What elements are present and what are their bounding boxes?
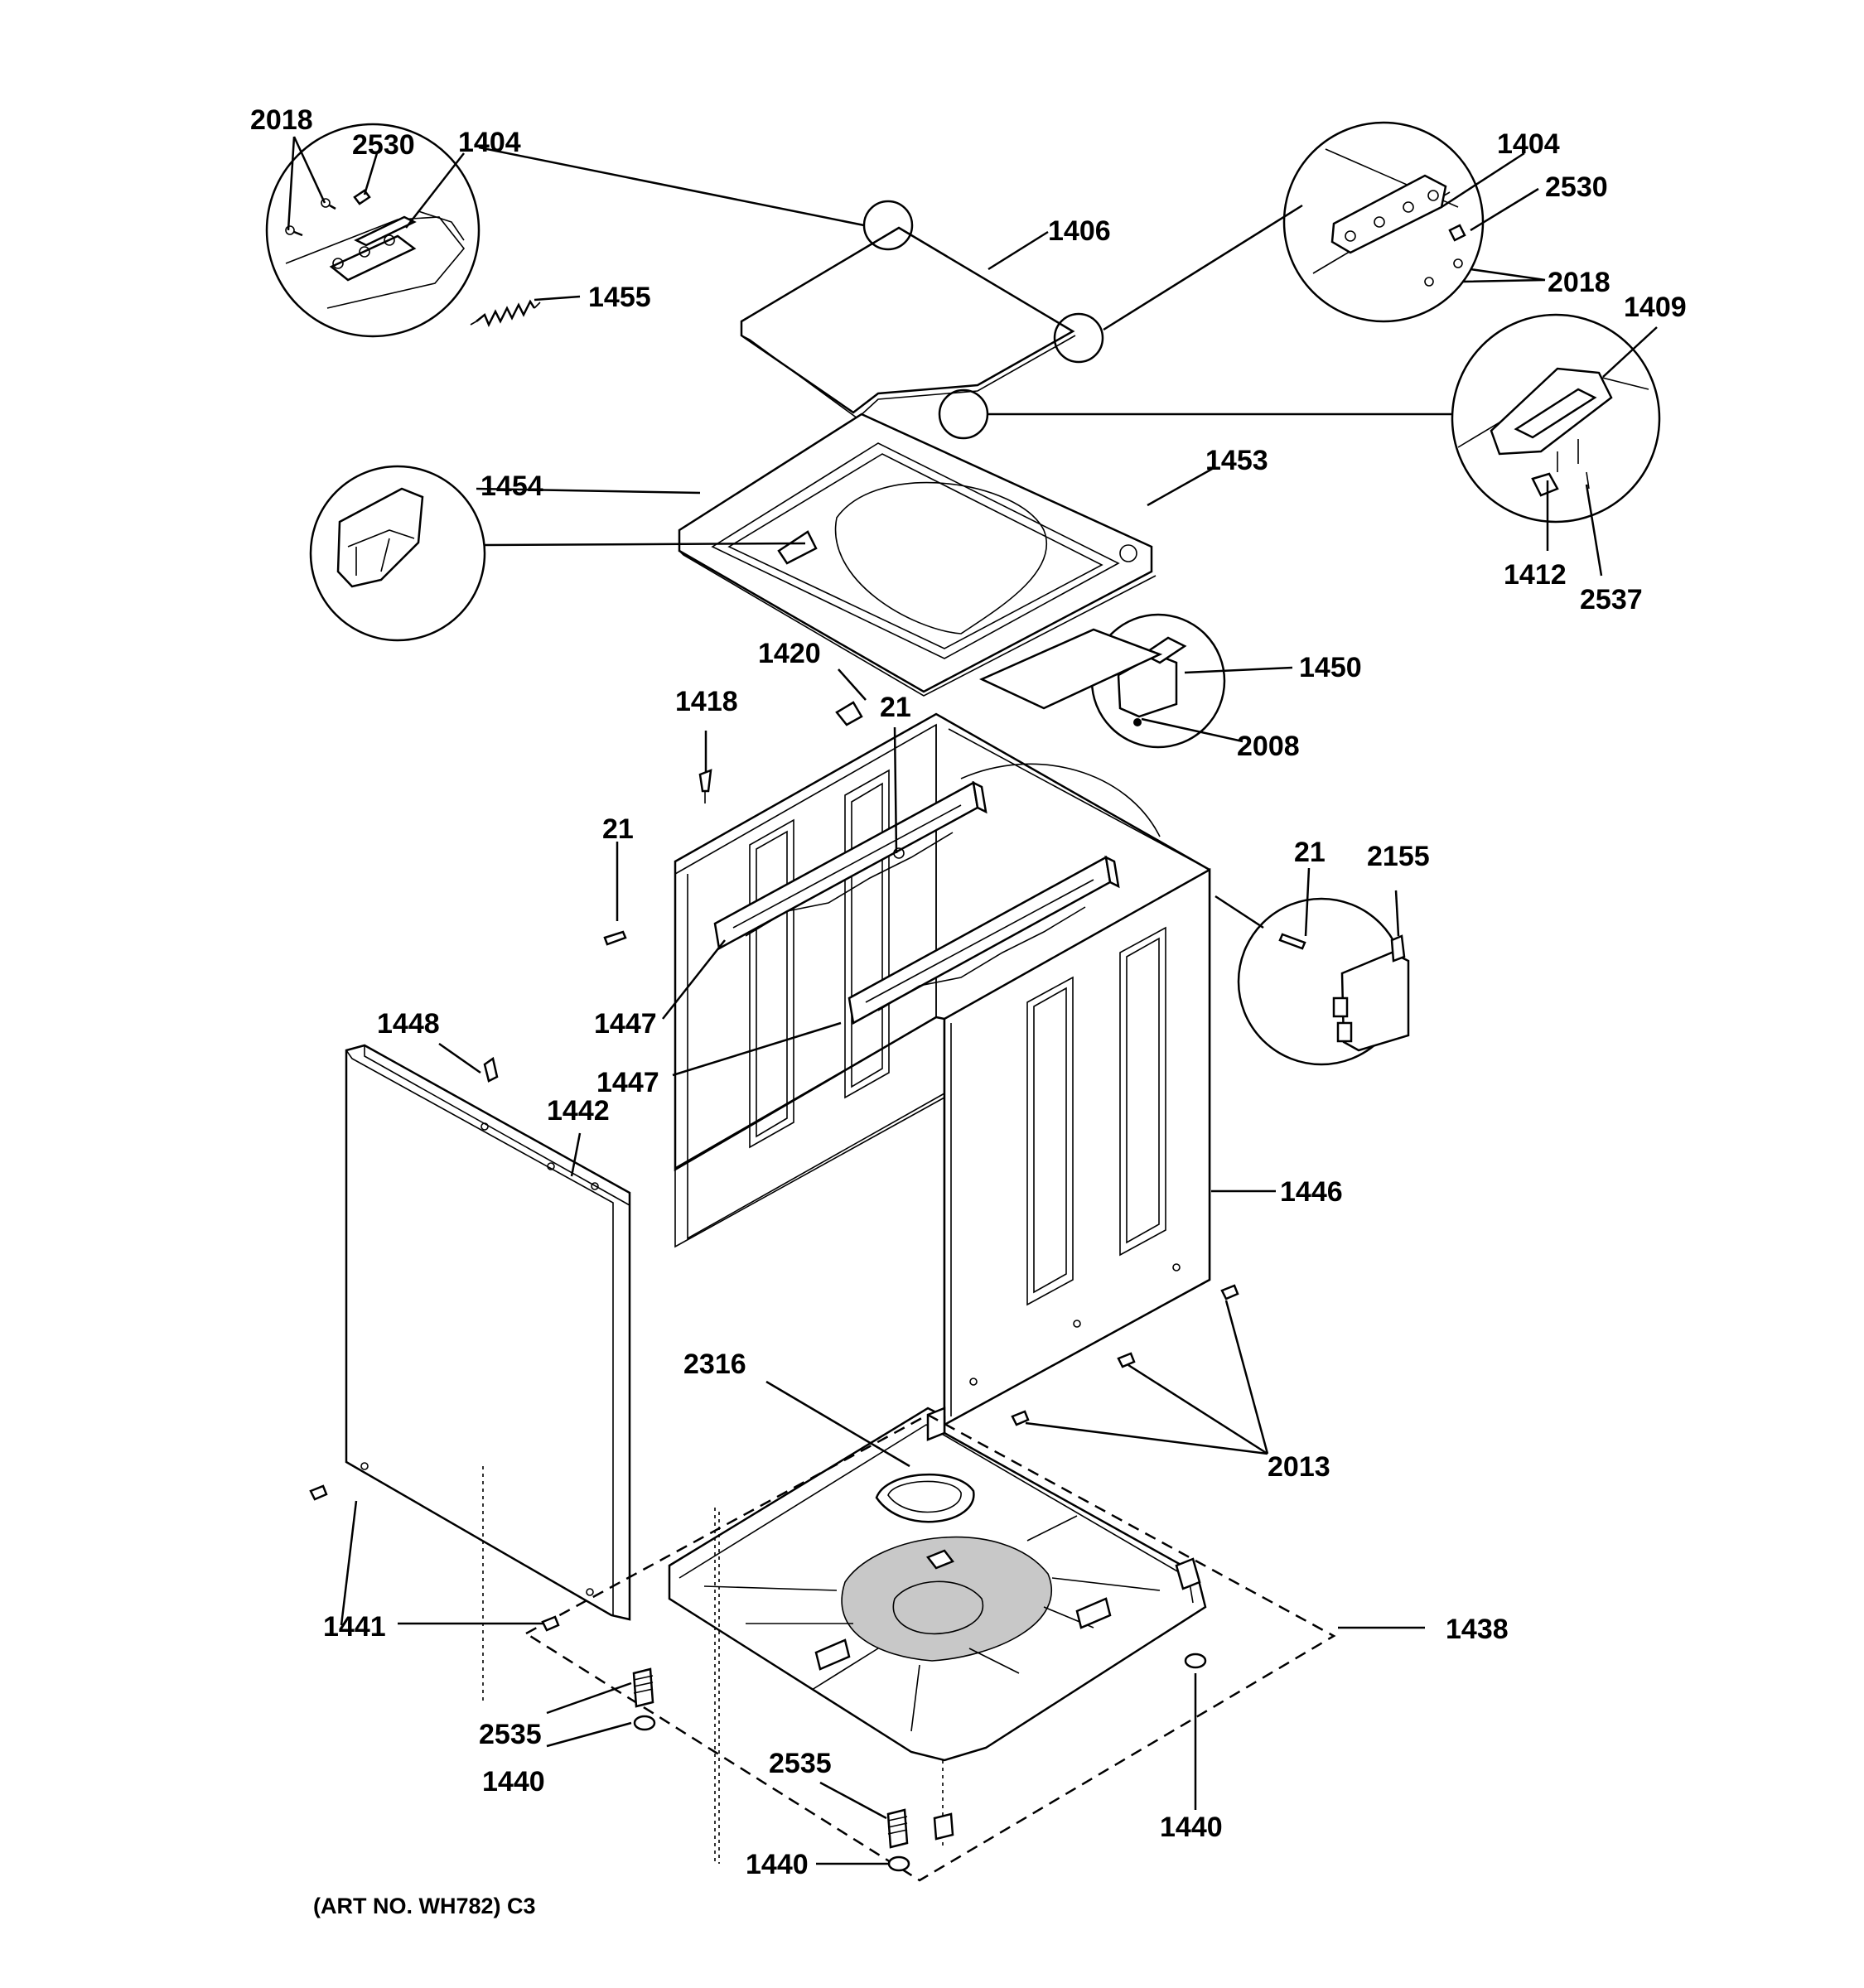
label-2530-left: 2530 [352, 129, 415, 161]
label-1441: 1441 [323, 1611, 386, 1643]
top-brace-front [713, 780, 988, 950]
label-2535-mid: 2535 [769, 1748, 832, 1779]
label-1440-mid: 1440 [746, 1849, 809, 1880]
art-number-caption: (ART NO. WH782) C3 [313, 1894, 536, 1918]
label-2535-left: 2535 [479, 1719, 542, 1750]
label-1404-right: 1404 [1497, 128, 1560, 160]
base-footprint-dashes [482, 1413, 1336, 1882]
label-1420: 1420 [758, 638, 821, 669]
detail-lid-switch [1451, 313, 1661, 524]
detail-bleach-dispenser [309, 465, 486, 642]
label-21-right: 21 [1294, 837, 1326, 868]
label-1406: 1406 [1048, 215, 1111, 247]
label-2013: 2013 [1268, 1451, 1330, 1483]
label-1453: 1453 [1205, 445, 1268, 476]
label-2537: 2537 [1580, 584, 1643, 615]
detail-hinge-left [265, 123, 480, 338]
label-1440-right: 1440 [1160, 1812, 1223, 1843]
label-1447-lower: 1447 [596, 1067, 659, 1098]
label-1404-left: 1404 [458, 127, 521, 158]
leader-lines [287, 136, 1658, 1865]
label-2008: 2008 [1237, 731, 1300, 762]
label-1448: 1448 [377, 1008, 440, 1040]
label-1442: 1442 [547, 1095, 610, 1127]
cabinet-hardware [483, 701, 905, 1083]
detail-lid-switch-box [1090, 613, 1226, 749]
label-2316: 2316 [683, 1349, 746, 1380]
top-cover [678, 413, 1163, 710]
label-1446: 1446 [1280, 1176, 1343, 1208]
cabinet-side-panel [943, 867, 1211, 1427]
label-21-top: 21 [880, 692, 911, 723]
screws [309, 1284, 1239, 1632]
label-1440-left: 1440 [482, 1766, 545, 1797]
label-1455: 1455 [588, 282, 651, 313]
front-panel [345, 1044, 631, 1621]
lid-spring [470, 299, 541, 328]
base-frame [668, 1407, 1207, 1762]
detail-water-valve [1237, 897, 1410, 1066]
label-2530-right: 2530 [1545, 171, 1608, 203]
label-1418: 1418 [675, 686, 738, 717]
label-1447-upper: 1447 [594, 1008, 657, 1040]
label-1450: 1450 [1299, 652, 1362, 683]
label-21-left: 21 [602, 813, 634, 845]
leveling-legs [632, 1653, 1207, 1872]
label-1454: 1454 [480, 470, 543, 502]
part-labels: 2018 2530 1404 1455 1406 1404 2530 2018 … [250, 104, 1687, 1880]
label-1409: 1409 [1624, 292, 1687, 323]
label-1412: 1412 [1504, 559, 1567, 591]
label-2018-left: 2018 [250, 104, 313, 136]
label-2018-right: 2018 [1548, 267, 1610, 298]
label-2155: 2155 [1367, 841, 1430, 872]
label-1438: 1438 [1446, 1614, 1509, 1645]
detail-hinge-right [1282, 121, 1485, 323]
top-brace-rear [847, 855, 1120, 1025]
